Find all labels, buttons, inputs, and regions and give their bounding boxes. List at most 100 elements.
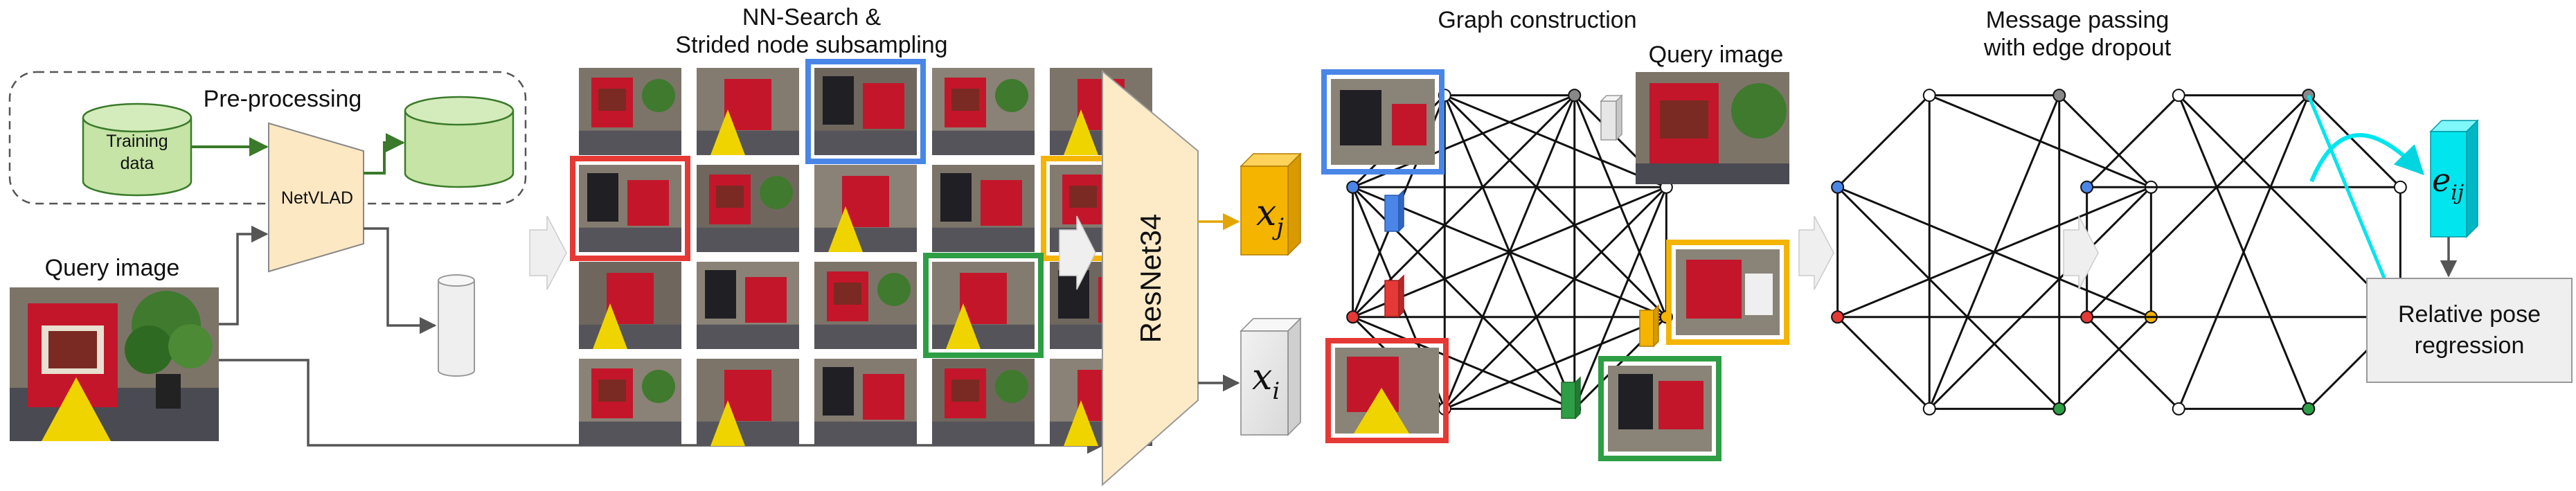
query-image-label-graph: Query image [1649, 42, 1784, 68]
graph-construction-title: Graph construction [1438, 7, 1636, 33]
nn-search-title-line2: Strided node subsampling [675, 32, 947, 58]
retrieved-image-thumb [570, 156, 690, 261]
graph-node [2393, 180, 2407, 194]
graph-node [1922, 89, 1936, 102]
retrieved-image-thumb [697, 359, 799, 446]
query-to-netvlad-arrow [219, 225, 269, 325]
graph-thumb-blue [1321, 69, 1444, 175]
dropout-graph-b [2080, 89, 2407, 416]
output-label-line1: Relative pose [2398, 301, 2541, 328]
edge-feature-cube [2429, 119, 2479, 238]
node-cube-red [1384, 274, 1404, 318]
training-data-label-line1: Training [106, 132, 168, 151]
graph-edge [1444, 186, 1667, 410]
graph-node [1568, 89, 1582, 102]
graph-node [2172, 402, 2185, 416]
graph-thumb-green [1598, 356, 1721, 461]
feature-xj-cube [1240, 152, 1302, 256]
node-cube-green [1561, 376, 1581, 420]
message-passing-title-line2: with edge dropout [1983, 35, 2172, 61]
training-data-database-icon [82, 102, 193, 197]
graph-node [1831, 310, 1845, 324]
graph-edge [1444, 94, 1667, 318]
retrieved-image-thumb [932, 359, 1035, 446]
netvlad-to-descriptor-arrow [364, 227, 437, 334]
graph-thumb-red [1325, 338, 1449, 443]
retrieved-image-thumb [697, 165, 799, 252]
graph-edge [1929, 186, 2152, 410]
flow-chevron-3 [1798, 215, 1834, 290]
retrieved-image-thumb [814, 359, 917, 446]
graph-thumb-yellow [1666, 240, 1789, 345]
feature-xi-cube [1240, 317, 1302, 436]
graph-edge [1352, 316, 1575, 410]
retrieved-image-thumb [932, 165, 1035, 252]
resnet-label: ResNet34 [1134, 214, 1167, 343]
retrieved-image-thumb [923, 253, 1044, 358]
graph-edge [1928, 95, 2061, 409]
nn-search-section: NN-Search & Strided node subsampling [570, 4, 1161, 446]
graph-edge [1444, 316, 1667, 410]
flow-chevron-1 [529, 215, 567, 290]
preprocessing-title: Pre-processing [204, 86, 362, 112]
graph-node [2052, 402, 2066, 416]
flow-chevron-2 [1059, 215, 1096, 290]
retrieved-image-thumb [814, 262, 917, 349]
feature-xi-label: xi [1252, 357, 1280, 405]
graph-node [1346, 180, 1360, 194]
graph-edge [2058, 316, 2152, 410]
graph-node [2080, 180, 2094, 194]
node-cube-gray [1600, 94, 1623, 141]
flow-chevron-4 [2063, 215, 2099, 290]
dropout-graph-a [1831, 89, 2158, 416]
output-label-line2: regression [2415, 332, 2525, 359]
graph-construction-section: Graph construction Query image [1321, 7, 1789, 461]
preprocessing-box [8, 71, 527, 205]
edge-feature-label: eij [2432, 161, 2464, 205]
highlight-frame [923, 253, 1044, 358]
graph-node [1346, 310, 1360, 324]
message-passing-title-line1: Message passing [1986, 7, 2170, 33]
graph-node [2302, 402, 2316, 416]
resnet-block [1102, 69, 1199, 487]
graph-edge [2307, 94, 2401, 188]
graph-edge [1836, 186, 2060, 410]
graph-node [2080, 310, 2094, 324]
graph-query-photo [1636, 72, 1789, 184]
retrieved-image-thumb [579, 359, 681, 446]
netvlad-block [268, 122, 364, 273]
graph-node [2052, 89, 2066, 102]
training-data-label-line2: data [120, 154, 154, 173]
graph-edge [1929, 94, 2152, 188]
graph-node [1922, 402, 1936, 416]
message-passing-section: Message passing with edge dropout [1831, 7, 2407, 416]
graph-edge [2177, 95, 2310, 409]
node-cube-blue [1384, 189, 1404, 233]
graph-edge [1836, 316, 1931, 410]
node-cube-yellow [1639, 304, 1659, 348]
highlight-frame [570, 156, 690, 261]
resnet-section: ResNet34 [1102, 69, 1240, 487]
graph-edge [2086, 94, 2309, 318]
relative-pose-regression-box [2366, 278, 2573, 383]
graph-edge [1352, 186, 1667, 319]
retrieved-image-thumb [579, 262, 681, 349]
highlight-frame [805, 59, 926, 164]
graph-edge [2086, 316, 2180, 410]
graph-edge [2058, 94, 2152, 188]
retrieved-image-thumb [697, 68, 799, 155]
retrieved-image-thumb [932, 68, 1035, 155]
query-image-section: Query image [10, 225, 1104, 454]
retrieved-image-thumb [697, 262, 799, 349]
query-image-label-left: Query image [45, 255, 180, 281]
graph-edge [2086, 94, 2180, 188]
netvlad-to-db-arrow [364, 133, 405, 175]
nn-search-title-line1: NN-Search & [742, 4, 882, 30]
descriptor-database-icon [404, 96, 515, 188]
preprocessing-group: Pre-processing Training data NetVLAD [8, 71, 527, 377]
graph-node [2172, 89, 2185, 102]
graph-edge [1836, 94, 1931, 188]
edge-to-eij-arrow [2309, 133, 2424, 183]
netvlad-label: NetVLAD [281, 188, 353, 208]
